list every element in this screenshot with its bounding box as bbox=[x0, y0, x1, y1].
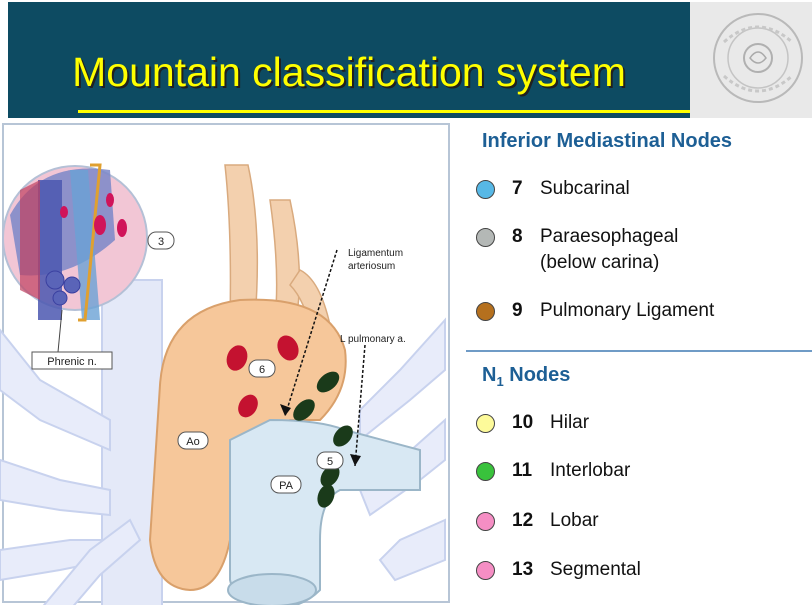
node-name: Pulmonary Ligament bbox=[540, 300, 714, 322]
brachiocephalic-vessel bbox=[225, 165, 257, 320]
node-name: Lobar bbox=[550, 510, 599, 532]
aorta-label: Ao bbox=[186, 436, 199, 448]
phrenic-nerve-label: Phrenic n. bbox=[47, 356, 97, 368]
node-name: Hilar bbox=[550, 412, 589, 434]
node-number: 10 bbox=[512, 412, 533, 434]
l-pulmonary-label: L pulmonary a. bbox=[340, 334, 406, 345]
node-number: 9 bbox=[512, 300, 523, 322]
title-banner: Mountain classification system bbox=[8, 2, 690, 118]
node-color-swatch bbox=[476, 302, 495, 321]
node-legend: Inferior Mediastinal Nodes 7 Subcarinal … bbox=[466, 120, 812, 605]
node-color-swatch bbox=[476, 462, 495, 481]
ligamentum-label-line2: arteriosum bbox=[348, 261, 395, 272]
pulmonary-trunk-opening bbox=[228, 574, 316, 605]
seal-logo bbox=[690, 2, 812, 118]
pulmonary-artery-label: PA bbox=[279, 480, 294, 492]
node-number: 8 bbox=[512, 226, 523, 248]
title-underline bbox=[78, 110, 695, 113]
legend-divider bbox=[466, 350, 812, 352]
node-name: Segmental bbox=[550, 559, 641, 581]
node-name: Paraesophageal bbox=[540, 226, 678, 248]
node-name-detail: (below carina) bbox=[540, 252, 659, 274]
ligamentum-label-line1: Ligamentum bbox=[348, 248, 403, 259]
n1-nodes-heading: N1 Nodes bbox=[482, 364, 570, 389]
node-number: 7 bbox=[512, 178, 523, 200]
node-color-swatch bbox=[476, 512, 495, 531]
mediastinal-anatomy-illustration: 3 6 5 Ao PA Phrenic n. Ligamentum arteri… bbox=[0, 120, 465, 605]
station-6-label: 6 bbox=[259, 364, 265, 376]
node-number: 11 bbox=[512, 460, 532, 482]
station-5-label: 5 bbox=[327, 456, 333, 468]
page-title: Mountain classification system bbox=[8, 48, 690, 96]
node-number: 12 bbox=[512, 510, 533, 532]
station-3-label: 3 bbox=[158, 236, 164, 248]
node-color-swatch bbox=[476, 561, 495, 580]
node-name: Subcarinal bbox=[540, 178, 630, 200]
node-color-swatch bbox=[476, 228, 495, 247]
node-name: Interlobar bbox=[550, 460, 630, 482]
node-color-swatch bbox=[476, 180, 495, 199]
node-number: 13 bbox=[512, 559, 533, 581]
node-color-swatch bbox=[476, 414, 495, 433]
inferior-mediastinal-heading: Inferior Mediastinal Nodes bbox=[482, 130, 732, 153]
